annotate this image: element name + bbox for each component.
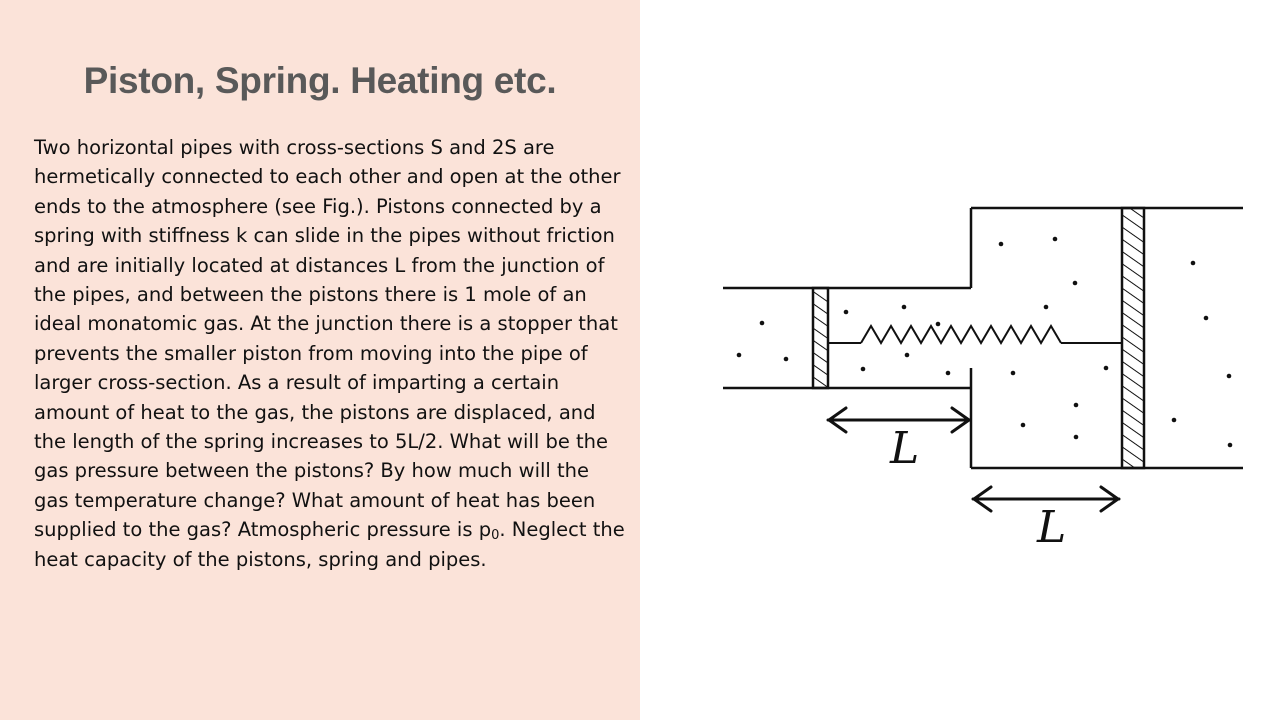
- right-length-label: L: [1036, 502, 1066, 553]
- small-piston: [811, 286, 830, 390]
- problem-statement: Two horizontal pipes with cross-sections…: [34, 133, 626, 574]
- right-length-arrow: [971, 485, 1121, 513]
- left-length-arrow: [826, 406, 972, 434]
- left-length-label: L: [889, 423, 919, 474]
- text-panel: Piston, Spring. Heating etc. Two horizon…: [0, 0, 640, 720]
- problem-text-end: . Neglect the heat capacity of the pisto…: [34, 518, 625, 571]
- wide-pipe: [969, 206, 1243, 470]
- spring: [828, 324, 1122, 345]
- pipes-figure: L L: [723, 206, 1243, 553]
- problem-text-main: Two horizontal pipes with cross-sections…: [34, 136, 621, 542]
- pressure-subscript: 0: [491, 528, 500, 544]
- slide-title: Piston, Spring. Heating etc.: [83, 60, 557, 101]
- large-piston: [1120, 206, 1146, 470]
- gas-particles: [736, 236, 1233, 448]
- narrow-pipe: [723, 286, 971, 390]
